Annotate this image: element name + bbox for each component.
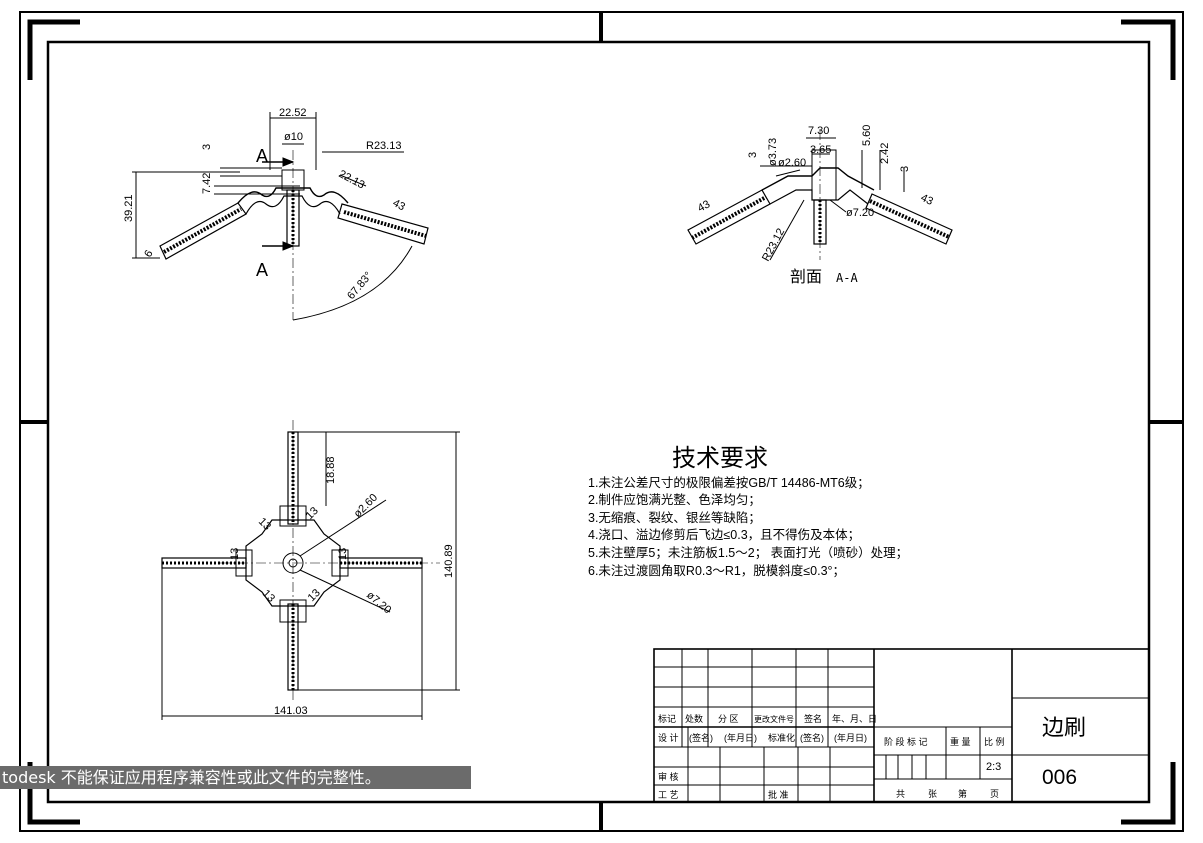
svg-text:剖面: 剖面 — [790, 268, 822, 286]
svg-text:5.60: 5.60 — [861, 125, 873, 146]
svg-text:ø7.20: ø7.20 — [364, 589, 393, 616]
svg-text:140.89: 140.89 — [443, 544, 455, 578]
svg-text:13: 13 — [337, 548, 349, 560]
svg-text:页: 页 — [990, 789, 999, 799]
svg-text:张: 张 — [928, 789, 937, 799]
svg-text:6: 6 — [142, 248, 155, 259]
top-view — [161, 420, 460, 720]
tech-item: 1.未注公差尺寸的极限偏差按GB/T 14486-MT6级； — [588, 475, 870, 490]
svg-text:工 艺: 工 艺 — [658, 790, 679, 800]
svg-text:共: 共 — [896, 789, 905, 799]
app-compat-warning-banner: todesk 不能保证应用程序兼容性或此文件的完整性。 — [0, 766, 471, 789]
tech-item: 3.无缩痕、裂纹、银丝等缺陷； — [588, 510, 761, 525]
svg-text:批 准: 批 准 — [768, 789, 789, 800]
svg-text:(签名): (签名) — [689, 732, 713, 743]
part-number: 006 — [1042, 766, 1077, 789]
section-view — [687, 130, 953, 261]
tech-item: 6.未注过渡圆角取R0.3～R1，脱模斜度≤0.3°； — [588, 563, 845, 578]
front-view — [132, 112, 429, 321]
svg-text:A: A — [256, 146, 268, 166]
svg-text:3: 3 — [899, 166, 911, 172]
svg-text:13: 13 — [256, 516, 273, 533]
svg-text:ø2.60: ø2.60 — [778, 157, 806, 169]
svg-text:13: 13 — [306, 587, 323, 604]
tech-item: 5.未注壁厚5；未注筋板1.5～2； 表面打光（喷砂）处理； — [588, 545, 908, 560]
svg-text:7.30: 7.30 — [808, 125, 829, 137]
svg-text:处数: 处数 — [685, 713, 703, 724]
svg-text:阶 段 标 记: 阶 段 标 记 — [884, 736, 928, 747]
svg-text:年、月、日: 年、月、日 — [832, 713, 877, 724]
svg-text:13: 13 — [229, 548, 241, 560]
svg-text:18.88: 18.88 — [325, 456, 337, 484]
svg-text:比 例: 比 例 — [984, 736, 1005, 747]
svg-text:3.65: 3.65 — [810, 144, 831, 156]
svg-text:3: 3 — [747, 152, 759, 158]
sheet-frame — [19, 11, 1184, 832]
tech-item: 4.浇口、溢边修剪后飞边≤0.3，且不得伤及本体； — [588, 527, 860, 542]
svg-text:3: 3 — [201, 144, 213, 150]
top-view-labels: 18.88 ø2.60 13 13 13 13 13 13 ø7.20 140.… — [229, 456, 455, 717]
part-name: 边刷 — [1042, 715, 1086, 740]
svg-text:第: 第 — [958, 788, 967, 799]
svg-text:(年月日): (年月日) — [724, 732, 757, 743]
svg-text:ø10: ø10 — [284, 131, 303, 143]
svg-text:67.83°: 67.83° — [345, 270, 375, 302]
svg-text:标记: 标记 — [658, 713, 676, 724]
svg-text:分 区: 分 区 — [718, 714, 739, 724]
svg-text:43: 43 — [696, 198, 712, 214]
front-left-arm — [159, 202, 247, 260]
svg-text:R23.12: R23.12 — [760, 226, 787, 263]
section-view-labels: 7.30 3.65 5.60 2.42 3 ø3.73 3 ø2.60 43 ø… — [696, 125, 935, 286]
svg-text:(年月日): (年月日) — [834, 732, 867, 743]
svg-text:签名: 签名 — [804, 713, 822, 724]
svg-text:2.42: 2.42 — [879, 143, 891, 164]
tech-requirements: 技术要求 1.未注公差尺寸的极限偏差按GB/T 14486-MT6级； 2.制件… — [588, 445, 908, 578]
front-view-labels: 22.52 ø10 R23.13 3 7.42 39.21 22.13 43 6… — [123, 107, 407, 302]
title-block — [653, 648, 1150, 803]
svg-text:43: 43 — [391, 197, 407, 213]
front-right-arm — [337, 203, 429, 245]
tech-title: 技术要求 — [672, 445, 768, 472]
title-block-text: 标记 处数 分 区 更改文件号 签名 年、月、日 设 计 (签名) (年月日) … — [658, 713, 1086, 800]
svg-text:39.21: 39.21 — [123, 194, 135, 222]
svg-text:22.13: 22.13 — [337, 168, 367, 192]
svg-text:审 核: 审 核 — [658, 771, 679, 782]
svg-text:13: 13 — [260, 588, 277, 605]
svg-text:标准化: 标准化 — [768, 732, 795, 743]
svg-text:141.03: 141.03 — [274, 705, 308, 717]
svg-text:更改文件号: 更改文件号 — [754, 714, 794, 724]
svg-text:(签名): (签名) — [800, 732, 824, 743]
svg-text:22.52: 22.52 — [279, 107, 307, 119]
tech-item: 2.制件应饱满光整、色泽均匀； — [588, 492, 761, 507]
svg-text:设 计: 设 计 — [658, 732, 679, 743]
svg-text:ø3.73: ø3.73 — [767, 138, 779, 166]
svg-text:ø7.20: ø7.20 — [846, 207, 874, 219]
svg-text:2:3: 2:3 — [986, 761, 1001, 773]
svg-text:重 量: 重 量 — [950, 736, 971, 747]
svg-text:7.42: 7.42 — [201, 173, 213, 194]
svg-text:R23.13: R23.13 — [366, 140, 401, 152]
svg-text:A-A: A-A — [836, 271, 858, 285]
svg-text:ø2.60: ø2.60 — [352, 492, 380, 520]
svg-text:A: A — [256, 260, 268, 280]
svg-text:43: 43 — [919, 192, 935, 208]
